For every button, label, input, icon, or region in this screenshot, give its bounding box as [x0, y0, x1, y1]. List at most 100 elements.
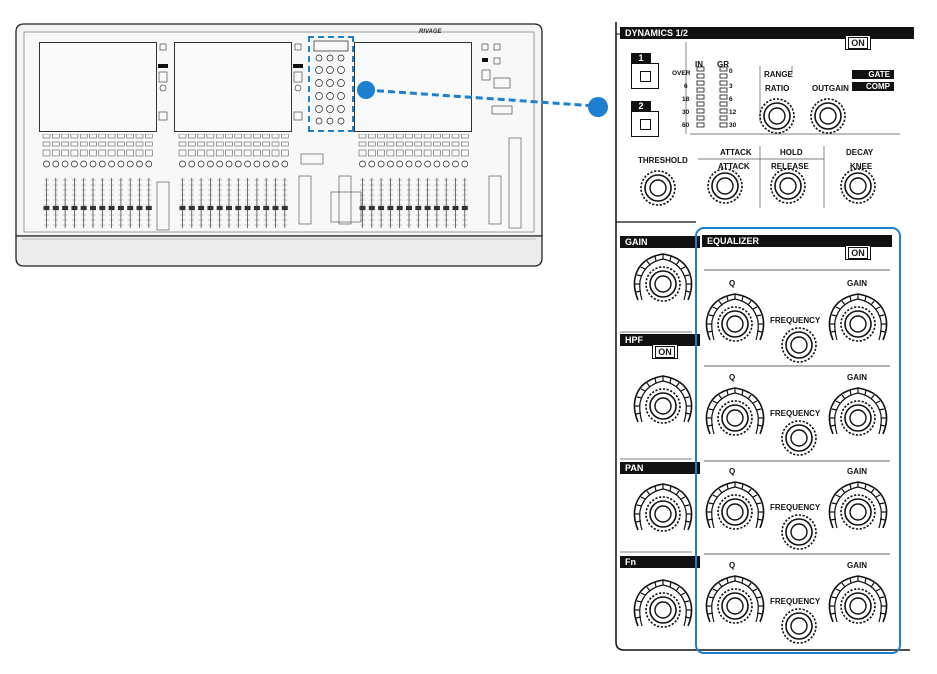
- console-brand: RIVAGE: [419, 29, 442, 35]
- dynamics-1-button[interactable]: [631, 63, 659, 89]
- eq-band4-q-knob[interactable]: [703, 570, 767, 634]
- eq-band2-q-knob[interactable]: [703, 382, 767, 446]
- channel-strip[interactable]: [215, 134, 224, 228]
- attack-knob[interactable]: [705, 166, 745, 206]
- eq-band1-q-label: Q: [729, 279, 736, 288]
- dynamics-on-button[interactable]: ON: [845, 35, 871, 50]
- eq-band1-gain-label: GAIN: [847, 279, 867, 288]
- channel-strip[interactable]: [243, 134, 252, 228]
- outgain-knob[interactable]: [808, 96, 848, 136]
- release-knob[interactable]: [768, 166, 808, 206]
- channel-strip[interactable]: [281, 134, 289, 228]
- channel-strip[interactable]: [206, 134, 215, 228]
- meter-in-scale-1: 6: [684, 83, 688, 90]
- channel-strip[interactable]: [386, 134, 395, 228]
- channel-strip[interactable]: [197, 134, 205, 228]
- section-block: [338, 175, 352, 225]
- eq-band2-frequency-knob[interactable]: [779, 418, 819, 458]
- channel-strip[interactable]: [52, 134, 60, 228]
- channel-strip[interactable]: [89, 134, 97, 228]
- section-block: [488, 175, 502, 225]
- fn-title: Fn: [620, 556, 700, 568]
- fn-knob[interactable]: [631, 574, 695, 638]
- dynamics-2-button[interactable]: [631, 111, 659, 137]
- channel-strip[interactable]: [442, 134, 450, 228]
- channel-strip[interactable]: [368, 134, 376, 228]
- eq-band4-gain-knob[interactable]: [826, 570, 890, 634]
- eq-band2-frequency-label: FREQUENCY: [770, 409, 821, 418]
- threshold-knob[interactable]: [638, 168, 678, 208]
- channel-strip[interactable]: [253, 134, 261, 228]
- dynamics-title: DYNAMICS 1/2: [620, 27, 914, 39]
- hold-label: HOLD: [780, 148, 803, 157]
- pan-title: PAN: [620, 462, 700, 474]
- attack-label: ATTACK: [718, 162, 750, 171]
- meter-gr-label: GR: [717, 60, 729, 69]
- callout-dot-end: [588, 97, 608, 117]
- pan-knob[interactable]: [631, 478, 695, 542]
- channel-strip[interactable]: [117, 134, 125, 228]
- eq-band3-frequency-label: FREQUENCY: [770, 503, 821, 512]
- channel-strip[interactable]: [135, 134, 144, 228]
- dynamics-2-label: 2: [631, 101, 651, 111]
- channel-strip[interactable]: [225, 134, 233, 228]
- channel-strip[interactable]: [423, 134, 432, 228]
- ratio-knob[interactable]: [757, 96, 797, 136]
- gain-title: GAIN: [620, 236, 700, 248]
- dynamics-1-label: 1: [631, 53, 651, 63]
- channel-strip[interactable]: [262, 134, 270, 228]
- channel-strip[interactable]: [188, 134, 196, 228]
- channel-strip[interactable]: [178, 134, 187, 228]
- knee-label: KNEE: [850, 162, 873, 171]
- channel-strip[interactable]: [234, 134, 243, 228]
- meter-in-scale-3: 30: [682, 109, 690, 116]
- eq-band1-frequency-knob[interactable]: [779, 325, 819, 365]
- selected-channel-section[interactable]: [308, 36, 354, 132]
- eq-band2-gain-knob[interactable]: [826, 382, 890, 446]
- knee-knob[interactable]: [838, 166, 878, 206]
- hpf-on-button[interactable]: ON: [652, 344, 678, 359]
- eq-band1-q-knob[interactable]: [703, 288, 767, 352]
- channel-strip[interactable]: [79, 134, 88, 228]
- hpf-knob[interactable]: [631, 370, 695, 434]
- equalizer-band-separators: [704, 269, 890, 555]
- channel-strip[interactable]: [451, 134, 460, 228]
- channel-strip[interactable]: [461, 134, 469, 228]
- touch-screen-3[interactable]: [354, 42, 472, 132]
- range-label: RANGE: [764, 70, 793, 79]
- channel-strip[interactable]: [98, 134, 107, 228]
- gain-knob[interactable]: [631, 248, 695, 312]
- channel-strip[interactable]: [358, 134, 367, 228]
- eq-band4-frequency-knob[interactable]: [779, 606, 819, 646]
- eq-band1-frequency-label: FREQUENCY: [770, 316, 821, 325]
- channel-strip[interactable]: [414, 134, 423, 228]
- channel-strip[interactable]: [377, 134, 385, 228]
- eq-band3-gain-label: GAIN: [847, 467, 867, 476]
- eq-band2-q-label: Q: [729, 373, 736, 382]
- channel-strip[interactable]: [126, 134, 134, 228]
- attack-top-label: ATTACK: [720, 148, 752, 157]
- channel-strip[interactable]: [395, 134, 404, 228]
- channel-strip[interactable]: [70, 134, 79, 228]
- eq-band3-q-knob[interactable]: [703, 476, 767, 540]
- eq-band1-gain-knob[interactable]: [826, 288, 890, 352]
- meter-in-scale-0: OVER: [672, 70, 691, 77]
- channel-strip[interactable]: [145, 134, 153, 228]
- eq-band3-frequency-knob[interactable]: [779, 512, 819, 552]
- channel-strip[interactable]: [107, 134, 116, 228]
- touch-screen-2[interactable]: [174, 42, 292, 132]
- center-display: [300, 153, 324, 165]
- meter-gr-scale-1: 3: [729, 83, 733, 90]
- eq-band3-gain-knob[interactable]: [826, 476, 890, 540]
- decay-label: DECAY: [846, 148, 874, 157]
- meter-gr-scale-4: 30: [729, 122, 737, 129]
- channel-strip[interactable]: [405, 134, 413, 228]
- threshold-label: THRESHOLD: [638, 156, 688, 165]
- channel-strip[interactable]: [42, 134, 51, 228]
- channel-strip[interactable]: [271, 134, 280, 228]
- equalizer-on-button[interactable]: ON: [845, 245, 871, 260]
- touch-screen-1[interactable]: [39, 42, 157, 132]
- equalizer-title: EQUALIZER: [702, 235, 892, 247]
- channel-strip[interactable]: [61, 134, 69, 228]
- channel-strip[interactable]: [433, 134, 441, 228]
